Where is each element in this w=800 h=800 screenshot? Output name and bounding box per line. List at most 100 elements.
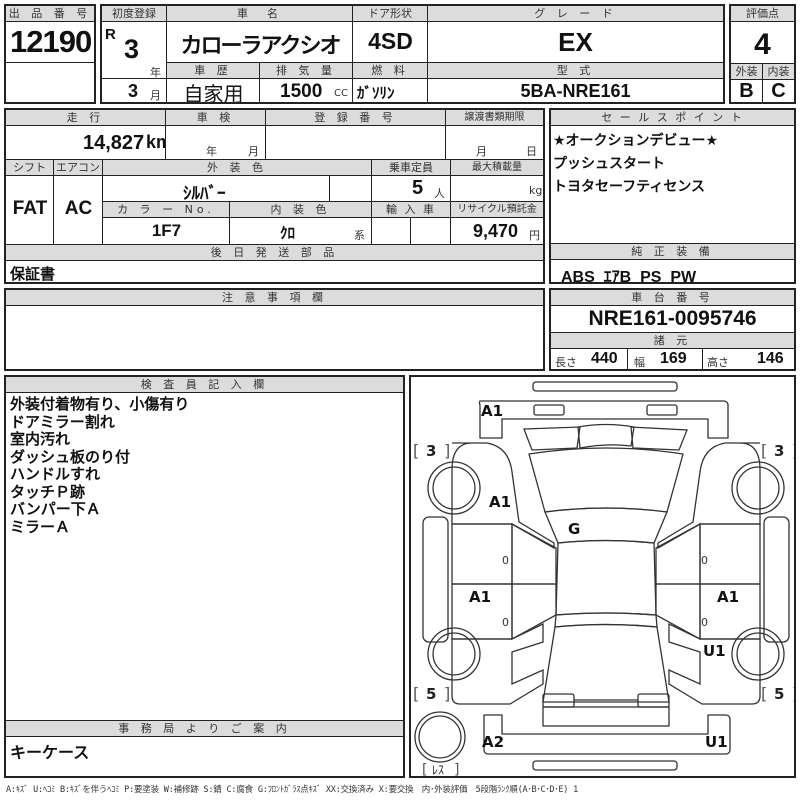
inspection: 車 検 年 月 [166,110,266,160]
svg-text:]: ] [792,441,794,460]
first-registration-label: 初度登録 [102,6,166,22]
door-zero-mark: 0 [701,616,708,629]
door-type-value: 4SD [368,28,413,54]
length-value: 440 [591,350,618,367]
svg-text:[: [ [761,441,767,460]
fuel-value: ｶﾞｿﾘﾝ [357,84,395,102]
sales-points-label: セ ー ル ス ポ イ ン ト [551,110,794,126]
mark-rear-bumper-right: U1 [705,733,728,751]
inspector-note: 室内汚れ [10,430,71,448]
office-label: 事 務 局 よ り ご 案 内 [6,720,403,737]
grade-label: グ レ ー ド [428,6,723,22]
displacement-unit: CC [334,88,348,99]
height-label: 高さ [707,356,729,369]
height-value: 146 [757,350,784,367]
tire-spare: ﾚｽ [432,763,444,776]
inspection-month-unit: 月 [248,145,259,158]
equipment-label: 純 正 装 備 [551,243,794,260]
color-number: カ ラ ー No. 1F7 [103,202,230,245]
exterior-label: 外装 [731,63,763,80]
svg-text:[: [ [413,441,419,460]
office-value: キーケース [10,743,90,762]
recycle-fee: リサイクル預託金 9,470 円 [451,202,543,245]
interior-color-label: 内 装 色 [230,202,371,218]
mileage-unit: km [146,132,165,152]
max-load-label: 最大積載量 [451,160,543,176]
score-label: 評価点 [731,6,794,22]
interior-color: 内 装 色 ｸﾛ 系 [230,202,372,245]
chassis-box: 車 台 番 号 NRE161-0095746 諸 元 長さ 440 幅 169 … [549,288,796,371]
divider [6,62,94,63]
score-box: 評価点 4 外装 内装 B C [729,4,796,104]
month-unit: 月 [150,89,161,102]
door-zero-mark: 0 [502,554,509,567]
svg-text:[: [ [761,684,767,703]
exterior-color-value: ｼﾙﾊﾞｰ [183,184,226,202]
length-label: 長さ [555,356,577,369]
sales-point-item: トヨタセーフティセンス [553,179,706,195]
displacement-label: 排 気 量 [260,63,352,79]
car-name-label: 車 名 [167,6,352,22]
inspector-note: ミラーＡ [10,517,71,536]
year-unit: 年 [150,66,161,79]
capacity-value: 5 [412,177,424,199]
vehicle-info-box: 初度登録 R 3 年 3 月 車 名 カローラアクシオ ドア形状 4SD グ レ… [100,4,725,104]
vehicle-history: 車 歴 自家用 [167,63,260,102]
divider [410,218,411,244]
tire-front-left: 3 [426,442,436,460]
registration-number: 登 録 番 号 [266,110,446,160]
shift: シフト FAT [6,160,54,245]
transfer-deadline-label: 譲渡書類期限 [446,110,543,126]
displacement: 排 気 量 1500 CC [260,63,353,102]
import-vehicle: 輸 入 車 [372,202,451,245]
era: R [105,26,116,43]
inspector-note: タッチＰ跡 [10,482,86,501]
divider [102,78,166,79]
reg-year: 3 [124,34,140,64]
later-parts-label: 後 日 発 送 部 品 [6,245,543,261]
shift-label: シフト [6,160,53,176]
capacity-label: 乗車定員 [372,160,450,176]
inspector-notes-box: 検 査 員 記 入 欄 外装付着物有り、小傷有り ドアミラー割れ 室内汚れ ダッ… [4,375,405,778]
mark-windshield: G [568,520,580,538]
equipment-value: ABS ｴｱB PS PW [561,269,697,286]
mileage: 走 行 14,827 km [6,110,166,160]
inspection-label: 車 検 [166,110,265,126]
inspector-note: ドアミラー割れ [10,412,115,431]
svg-text:[: [ [422,762,427,776]
shift-value: FAT [12,198,48,219]
mark-front-left-fender: A1 [489,493,511,511]
mark-right-rear-quarter: U1 [703,642,726,660]
inspector-note: ダッシュ板のり付 [10,447,131,466]
spec-height: 高さ 146 [703,349,794,369]
damage-diagram-box: A1 A1 G A1 A1 U1 A2 U1 0 0 0 0 [ 3 ] [ 3… [409,375,796,778]
interior-color-suffix: 系 [354,229,365,242]
mark-left-front-door: A1 [469,588,491,606]
max-load-unit: kg [529,184,543,197]
mark-front-bumper: A1 [481,402,503,420]
mark-rear-bumper-left: A2 [482,733,504,751]
notes-label: 注 意 事 項 欄 [6,290,543,306]
recycle-fee-label: リサイクル預託金 [451,202,543,218]
car-diagram: A1 A1 G A1 A1 U1 A2 U1 0 0 0 0 [ 3 ] [ 3… [413,381,794,776]
exterior-grade: B [731,80,763,102]
legend: A:ｷｽﾞ U:ﾍｺﾐ B:ｷｽﾞを伴うﾍｺﾐ P:要塗装 W:補修跡 S:錆 … [6,785,579,795]
inspector-note: ハンドルすれ [10,465,101,483]
passenger-capacity: 乗車定員 5 人 [372,160,451,202]
sales-point-item: プッシュスタート [553,156,665,172]
door-type-label: ドア形状 [353,6,427,22]
divider [329,176,330,201]
transfer-deadline: 譲渡書類期限 月 日 [446,110,543,160]
svg-text:]: ] [792,684,794,703]
deadline-day-unit: 日 [526,145,537,158]
first-registration: 初度登録 R 3 年 3 月 [102,6,167,102]
sales-point-item: ★オークションデビュー★ [553,133,719,149]
aircon-value: AC [64,198,93,219]
spec-length: 長さ 440 [551,349,628,369]
door-zero-mark: 0 [701,554,708,567]
inspector-notes-label: 検 査 員 記 入 欄 [6,377,403,393]
color-number-value: 1F7 [151,221,182,240]
sales-points-list: ★オークションデビュー★ プッシュスタート トヨタセーフティセンス [553,130,718,199]
width-label: 幅 [634,356,645,369]
fuel-label: 燃 料 [353,63,427,79]
